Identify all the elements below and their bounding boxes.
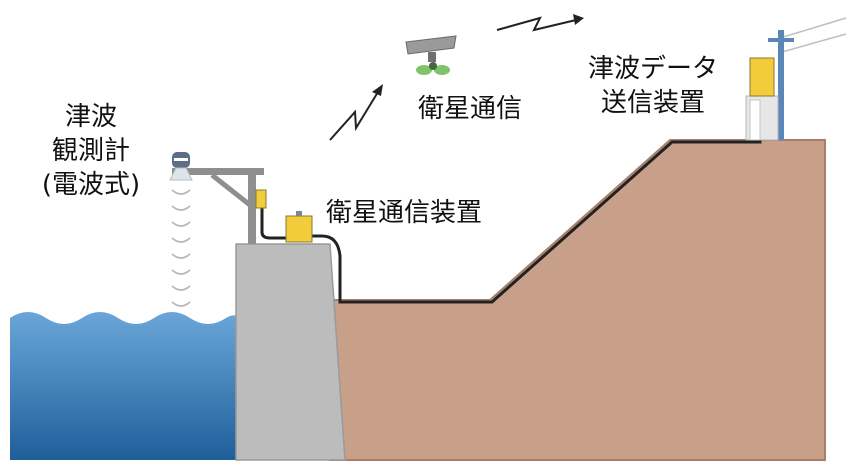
cable (296, 110, 762, 304)
tsunami-transmitter-label-line-1: 津波データ (587, 54, 718, 84)
lightning-arrow-head (372, 84, 383, 96)
radio-wave-icon (171, 189, 191, 307)
tsunami-transmitter-label: 津波データ 送信装置 (578, 52, 728, 120)
tsunami-gauge-label-line-2: 観測計 (51, 136, 130, 166)
radar-sensor-icon (169, 152, 193, 181)
transmitter-stand (745, 95, 779, 141)
satellite-device-label: 衛星通信装置 (326, 198, 483, 228)
ground-hill (329, 139, 826, 461)
lightning-bolt-icon (329, 91, 379, 141)
lightning-bolt-icon-2 (496, 16, 577, 32)
satellite-label: 衛星通信 (418, 94, 523, 124)
tsunami-gauge-label-line-1: 津波 (64, 102, 117, 132)
tsunami-gauge-label: 津波 観測計 (電波式) (16, 100, 166, 202)
lightning-arrow-head-2 (573, 14, 584, 25)
seawall (235, 243, 346, 461)
transmitter-box (749, 57, 775, 97)
gauge-pole (172, 168, 264, 244)
satellite-device-box (285, 211, 313, 243)
cable-sensor (260, 200, 290, 240)
tsunami-gauge-label-line-3: (電波式) (41, 170, 141, 200)
gauge-small-box (255, 189, 267, 209)
satellite-icon (405, 35, 457, 75)
tsunami-transmitter-label-line-2: 送信装置 (600, 88, 705, 118)
sea (10, 312, 238, 460)
utility-pole-icon (768, 17, 847, 140)
